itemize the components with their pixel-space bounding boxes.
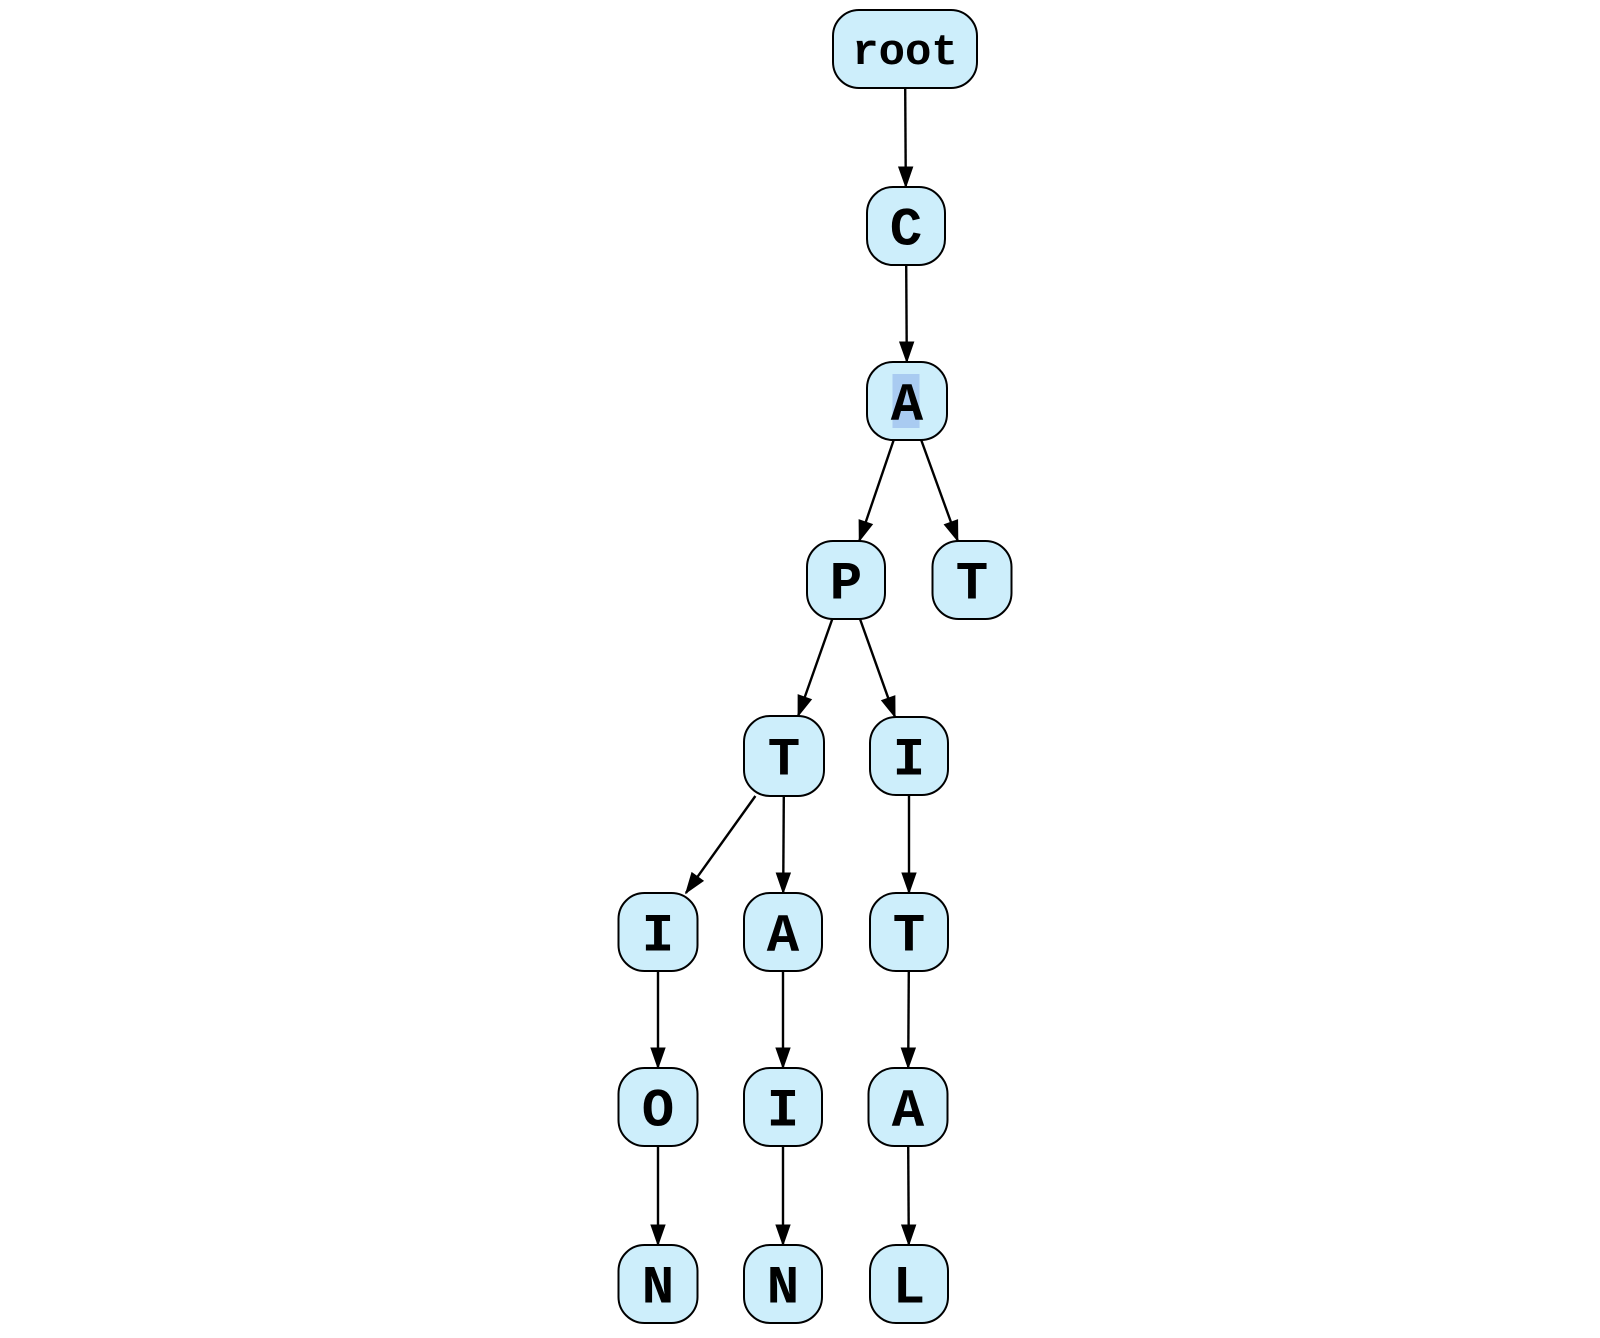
edge-T2-I2 — [684, 795, 757, 895]
node-label: A — [891, 376, 924, 437]
node-label: A — [767, 907, 800, 968]
node-label: N — [767, 1259, 799, 1320]
tree-node-n1[interactable]: N — [617, 1244, 699, 1324]
tree-node-c1[interactable]: C — [866, 186, 946, 266]
edge-T2-A2 — [775, 795, 792, 895]
edge-A3-L1 — [900, 1145, 917, 1247]
node-shape[interactable] — [743, 892, 823, 972]
node-shape[interactable] — [869, 716, 949, 796]
edge-P1-I1 — [858, 618, 897, 719]
node-label: I — [767, 1082, 799, 1143]
tree-node-t1[interactable]: T — [931, 540, 1013, 620]
node-shape[interactable] — [867, 1067, 949, 1147]
node-shape[interactable] — [617, 1067, 699, 1147]
tree-node-i2[interactable]: I — [617, 892, 699, 972]
edge-C1-A1 — [898, 264, 915, 364]
tree-node-a3[interactable]: A — [867, 1067, 949, 1147]
edge-root-C1 — [897, 87, 914, 189]
tree-node-a2[interactable]: A — [743, 892, 823, 972]
node-label: C — [890, 201, 922, 262]
node-label: P — [830, 555, 862, 616]
node-shape[interactable] — [869, 1244, 949, 1324]
edge-A1-P1 — [858, 439, 895, 543]
edges-layer — [650, 87, 959, 1247]
node-shape[interactable] — [866, 186, 946, 266]
tree-node-l1[interactable]: L — [869, 1244, 949, 1324]
node-label: A — [892, 1082, 925, 1143]
node-label: I — [893, 731, 925, 792]
node-shape[interactable] — [832, 9, 978, 89]
edge-A1-T1 — [920, 439, 959, 543]
tree-node-root[interactable]: root — [832, 9, 978, 89]
tree-node-p1[interactable]: P — [806, 540, 886, 620]
tree-node-t3[interactable]: T — [869, 892, 949, 972]
node-shape[interactable] — [869, 892, 949, 972]
tree-node-t2[interactable]: T — [743, 715, 825, 797]
tree-node-a1[interactable]: A — [866, 361, 948, 441]
node-shape[interactable] — [617, 1244, 699, 1324]
node-shape[interactable] — [806, 540, 886, 620]
node-label: I — [642, 907, 674, 968]
node-label: T — [768, 731, 800, 792]
node-label: N — [642, 1259, 674, 1320]
node-shape[interactable] — [931, 540, 1013, 620]
node-shape[interactable] — [743, 715, 825, 797]
tree-node-n2[interactable]: N — [743, 1244, 823, 1324]
node-shape[interactable] — [743, 1244, 823, 1324]
tree-node-i1[interactable]: I — [869, 716, 949, 796]
tree-node-o1[interactable]: O — [617, 1067, 699, 1147]
edge-P1-T2 — [796, 618, 834, 718]
edge-T3-A3 — [900, 970, 917, 1070]
node-label: root — [852, 28, 958, 78]
node-shape[interactable] — [617, 892, 699, 972]
node-shape[interactable] — [743, 1067, 823, 1147]
tree-node-i3[interactable]: I — [743, 1067, 823, 1147]
node-label: O — [642, 1082, 674, 1143]
node-label: T — [956, 555, 988, 616]
node-label: T — [893, 907, 925, 968]
selection-highlight — [892, 374, 920, 428]
node-label: L — [893, 1259, 925, 1320]
